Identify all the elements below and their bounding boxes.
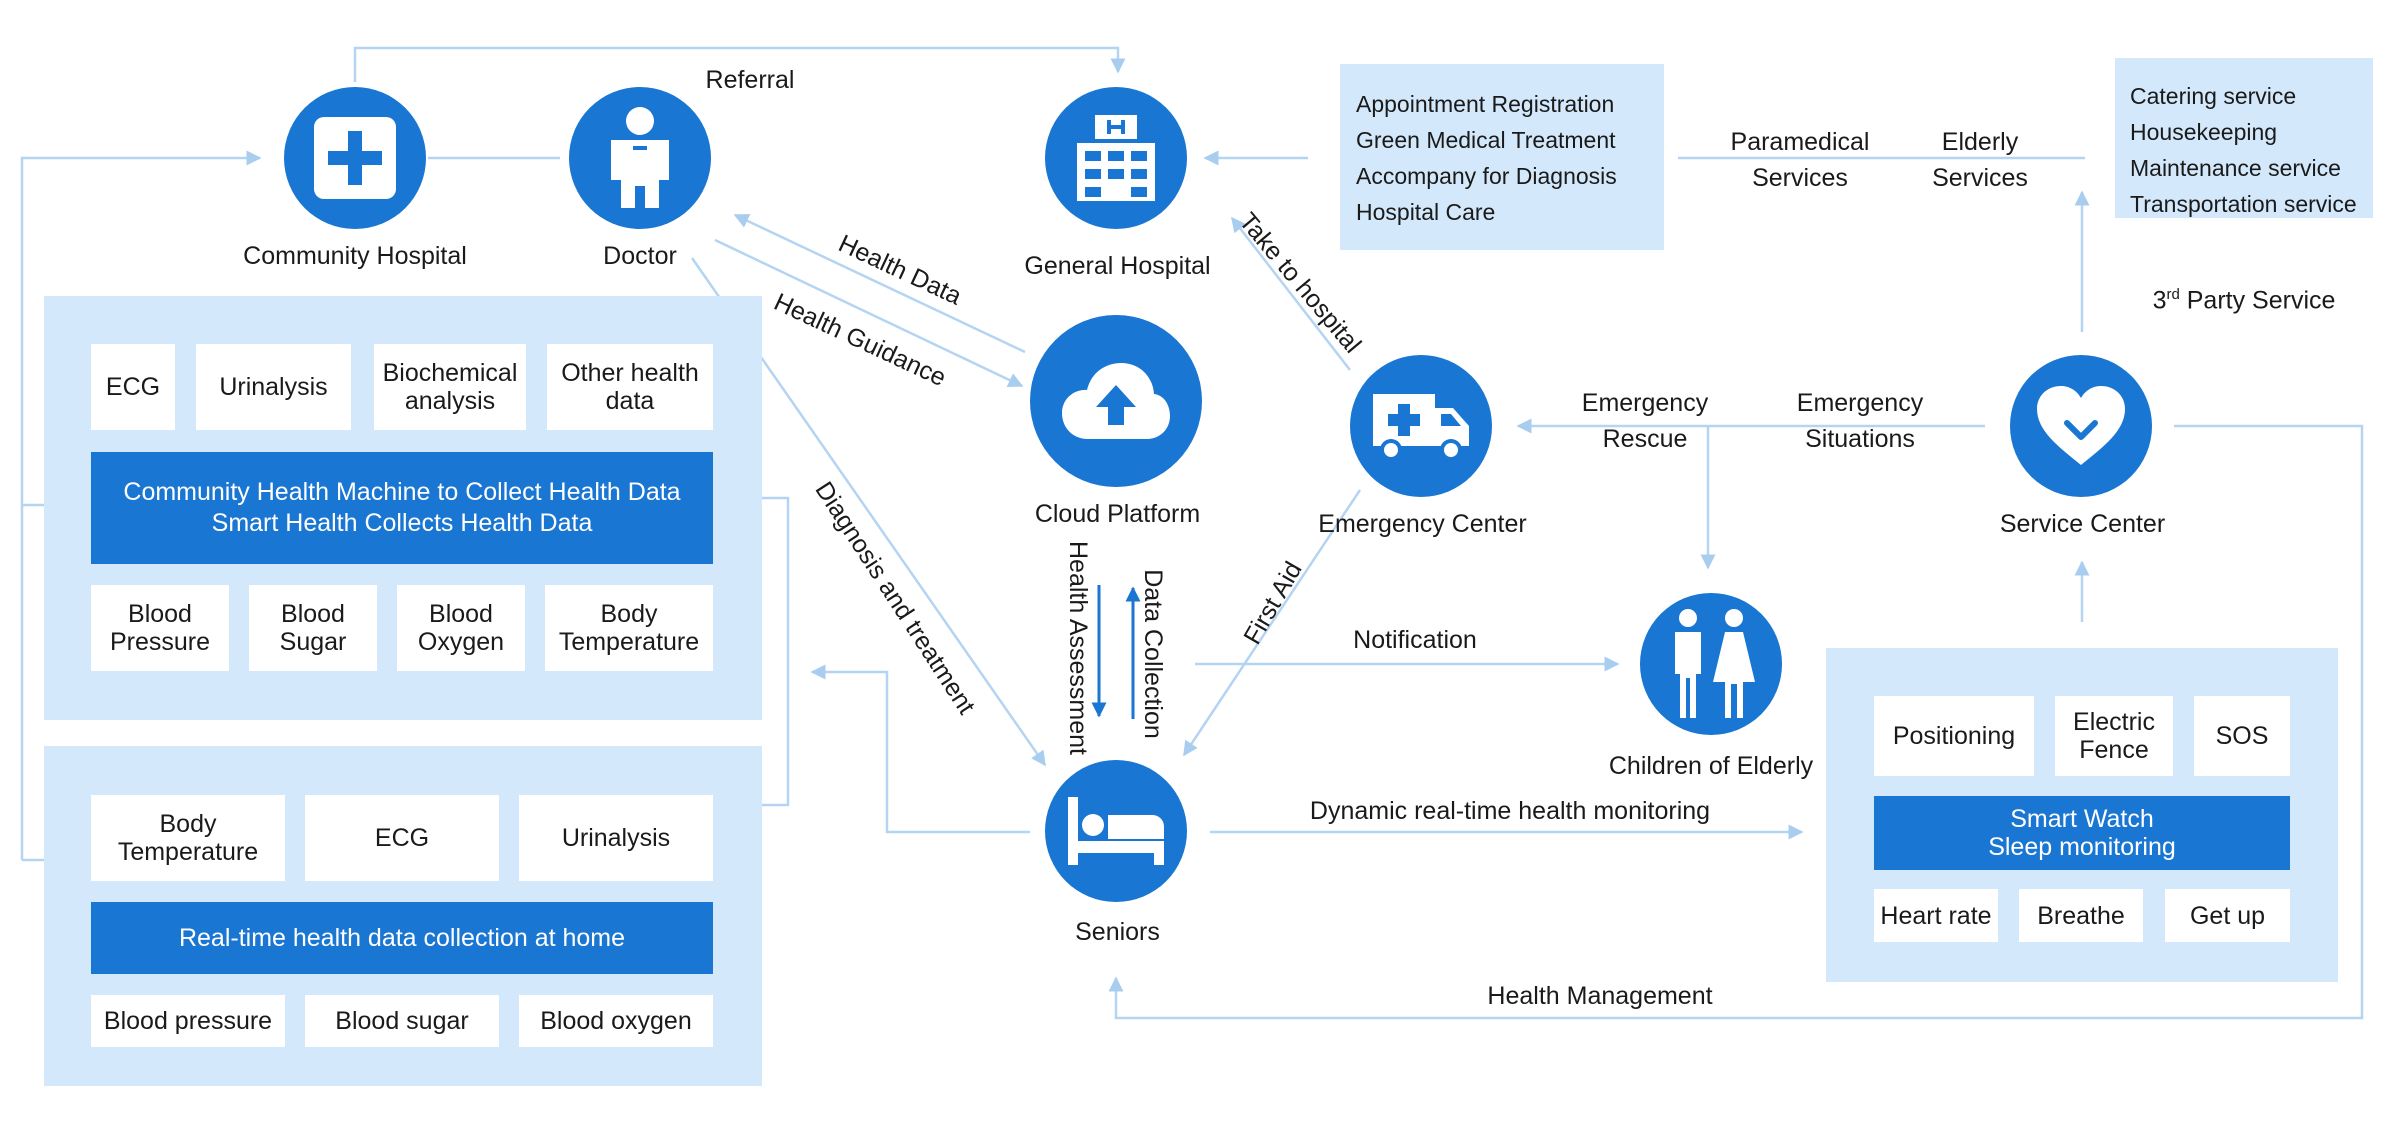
third-party-item: Housekeeping	[2130, 119, 2278, 145]
health-assessment-label: Health Assessment	[1064, 541, 1092, 755]
heart-icon	[2037, 386, 2125, 465]
medical-cross-icon	[314, 117, 396, 199]
home-cell-blood-sugar: Blood sugar	[305, 995, 499, 1047]
panel-bracket-connector	[760, 496, 790, 807]
general-hospital-node[interactable]	[1045, 87, 1187, 229]
hospital-service-item: Hospital Care	[1356, 199, 1496, 225]
doctor-label: Doctor	[603, 242, 677, 270]
community-cell-urinalysis: Urinalysis	[196, 344, 351, 430]
health-guidance-connector	[714, 238, 1024, 388]
service-center-label: Service Center	[1999, 510, 2166, 538]
community-health-bar: Community Health Machine to Collect Heal…	[91, 452, 713, 564]
referral-label: Referral	[705, 66, 795, 94]
emergency-center-label: Emergency Center	[1318, 510, 1527, 538]
service-center-node[interactable]	[2010, 355, 2152, 497]
health-management-connector	[1108, 424, 2364, 1020]
bed-icon	[1068, 797, 1164, 865]
watch-cell-positioning: Positioning	[1874, 696, 2034, 776]
notification-label: Notification	[1353, 626, 1477, 654]
doctor-node[interactable]	[569, 87, 711, 229]
third-party-item: Catering service	[2130, 83, 2297, 109]
seniors-label: Seniors	[1075, 918, 1160, 946]
ambulance-icon	[1373, 394, 1469, 461]
children-of-elderly-label: Children of Elderly	[1608, 752, 1814, 780]
hospital-services-box: Appointment Registration Green Medical T…	[1340, 64, 1664, 250]
seniors-to-panels-connector	[810, 664, 1030, 834]
children-of-elderly-node[interactable]	[1640, 593, 1782, 735]
hospital-service-item: Accompany for Diagnosis	[1356, 163, 1617, 189]
watch-cell-get-up: Get up	[2165, 889, 2290, 942]
home-cell-blood-oxygen: Blood oxygen	[519, 995, 713, 1047]
health-data-connector	[733, 213, 1026, 354]
community-cell-ecg: ECG	[91, 344, 175, 430]
family-icon	[1675, 609, 1755, 718]
data-collection-label: Data Collection	[1139, 569, 1167, 739]
hospital-building-icon	[1077, 115, 1155, 201]
third-party-item: Maintenance service	[2130, 155, 2341, 181]
third-party-label: 3rd Party Service	[2152, 286, 2336, 315]
hospital-service-item: Green Medical Treatment	[1356, 127, 1616, 153]
take-to-hospital-connector	[1231, 216, 1351, 371]
third-party-item: Transportation service	[2130, 191, 2357, 217]
watch-cell-breathe: Breathe	[2019, 889, 2143, 942]
cloud-upload-icon	[1062, 363, 1170, 439]
left-bus-connector	[20, 150, 262, 860]
general-hospital-label: General Hospital	[1024, 252, 1211, 280]
home-cell-blood-pressure: Blood pressure	[91, 995, 285, 1047]
health-management-label: Health Management	[1487, 982, 1713, 1010]
community-hospital-node[interactable]	[284, 87, 426, 229]
dynamic-monitoring-label: Dynamic real-time health monitoring	[1309, 797, 1711, 825]
community-hospital-label: Community Hospital	[243, 242, 467, 270]
first-aid-connector	[1182, 489, 1362, 757]
watch-cell-heart-rate: Heart rate	[1874, 889, 1998, 942]
home-cell-ecg: ECG	[305, 795, 499, 881]
referral-connector	[353, 46, 1126, 82]
watch-cell-sos: SOS	[2194, 696, 2290, 776]
hospital-service-item: Appointment Registration	[1356, 91, 1615, 117]
third-party-service-box: Catering service Housekeeping Maintenanc…	[2115, 58, 2373, 218]
cloud-platform-node[interactable]	[1030, 315, 1202, 487]
home-health-bar: Real-time health data collection at home	[91, 902, 713, 974]
seniors-node[interactable]	[1045, 760, 1187, 902]
emergency-center-node[interactable]	[1350, 355, 1492, 497]
home-cell-urinalysis: Urinalysis	[519, 795, 713, 881]
doctor-person-icon	[611, 107, 669, 208]
cloud-platform-label: Cloud Platform	[1034, 500, 1201, 528]
